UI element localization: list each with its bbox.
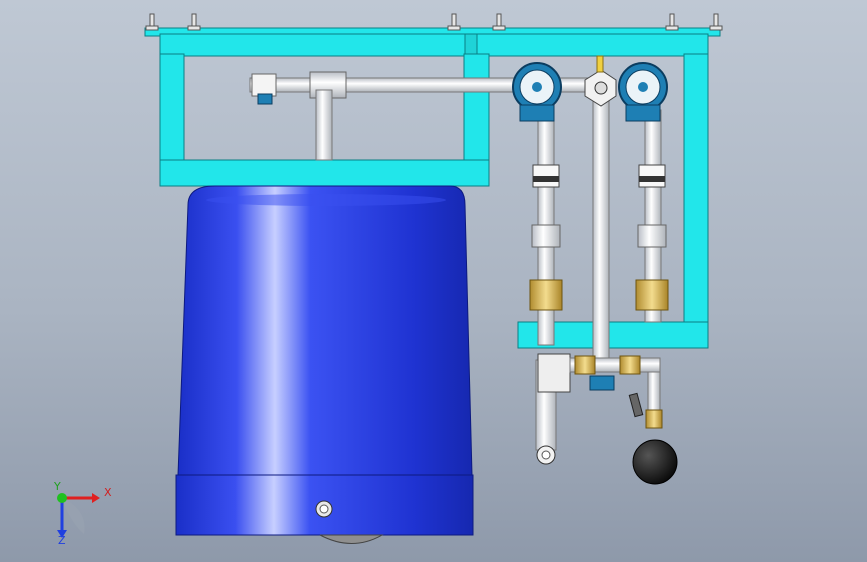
right-gauge-column[interactable]: [635, 109, 669, 323]
left-pressure-gauge[interactable]: [512, 62, 562, 122]
inlet-pipe-network: [249, 71, 591, 161]
pressure-tank[interactable]: [175, 185, 474, 544]
triad-x-label: X: [104, 486, 112, 499]
left-gauge-column[interactable]: [529, 109, 563, 465]
center-riser-pipe: [584, 55, 617, 363]
triad-z-label: Z: [58, 534, 66, 547]
right-pressure-gauge[interactable]: [618, 62, 668, 122]
triad-axes-icon: [57, 493, 100, 538]
support-frame: [144, 27, 721, 349]
bottom-manifold[interactable]: [537, 353, 678, 485]
mounting-bolts: [145, 13, 723, 31]
triad-y-label: Y: [54, 480, 61, 493]
orientation-triad: X Y Z: [40, 478, 120, 548]
